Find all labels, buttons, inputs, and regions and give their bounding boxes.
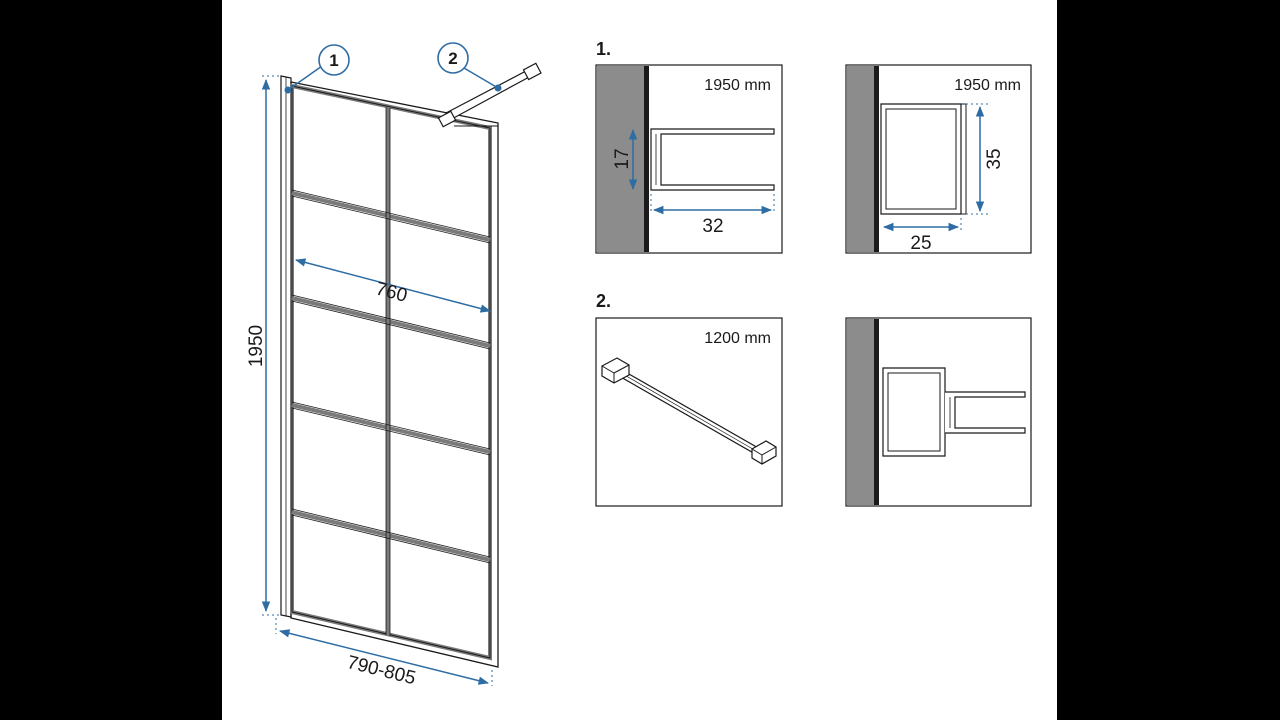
detail-box-profile: 1950 mm 35 25	[845, 64, 1032, 254]
left-letterbox	[0, 0, 222, 720]
callout-2: 2	[437, 42, 502, 92]
section-1-label: 1.	[596, 39, 611, 59]
detail-1b-height: 35	[984, 148, 1005, 169]
detail-wall-channel: 1950 mm 17 32	[595, 64, 783, 254]
callout-2-label: 2	[448, 49, 457, 68]
height-dimension-label: 1950	[246, 325, 267, 367]
height-dimension: 1950	[246, 75, 280, 616]
detail-1b-length: 1950 mm	[954, 77, 1021, 94]
right-letterbox	[1057, 0, 1280, 720]
wall-section	[847, 66, 874, 252]
detail-bar-connection	[845, 317, 1032, 507]
glass-muntins	[291, 107, 491, 635]
callout-1-label: 1	[329, 51, 338, 70]
detail-stabilizer-bar: 1200 mm	[595, 317, 783, 507]
detail-1a-width: 32	[702, 216, 723, 237]
detail-2-length: 1200 mm	[704, 330, 771, 347]
callout-1: 1	[284, 44, 350, 94]
detail-1a-length: 1950 mm	[704, 77, 771, 94]
glass-panel-drawing: 1 2 1950 760 790-805	[246, 42, 542, 689]
wall-section	[847, 319, 874, 505]
stabilizer-bar	[437, 62, 542, 134]
section-2-label: 2.	[596, 291, 611, 311]
detail-1a-height: 17	[612, 148, 633, 169]
detail-1b-width: 25	[910, 233, 931, 254]
